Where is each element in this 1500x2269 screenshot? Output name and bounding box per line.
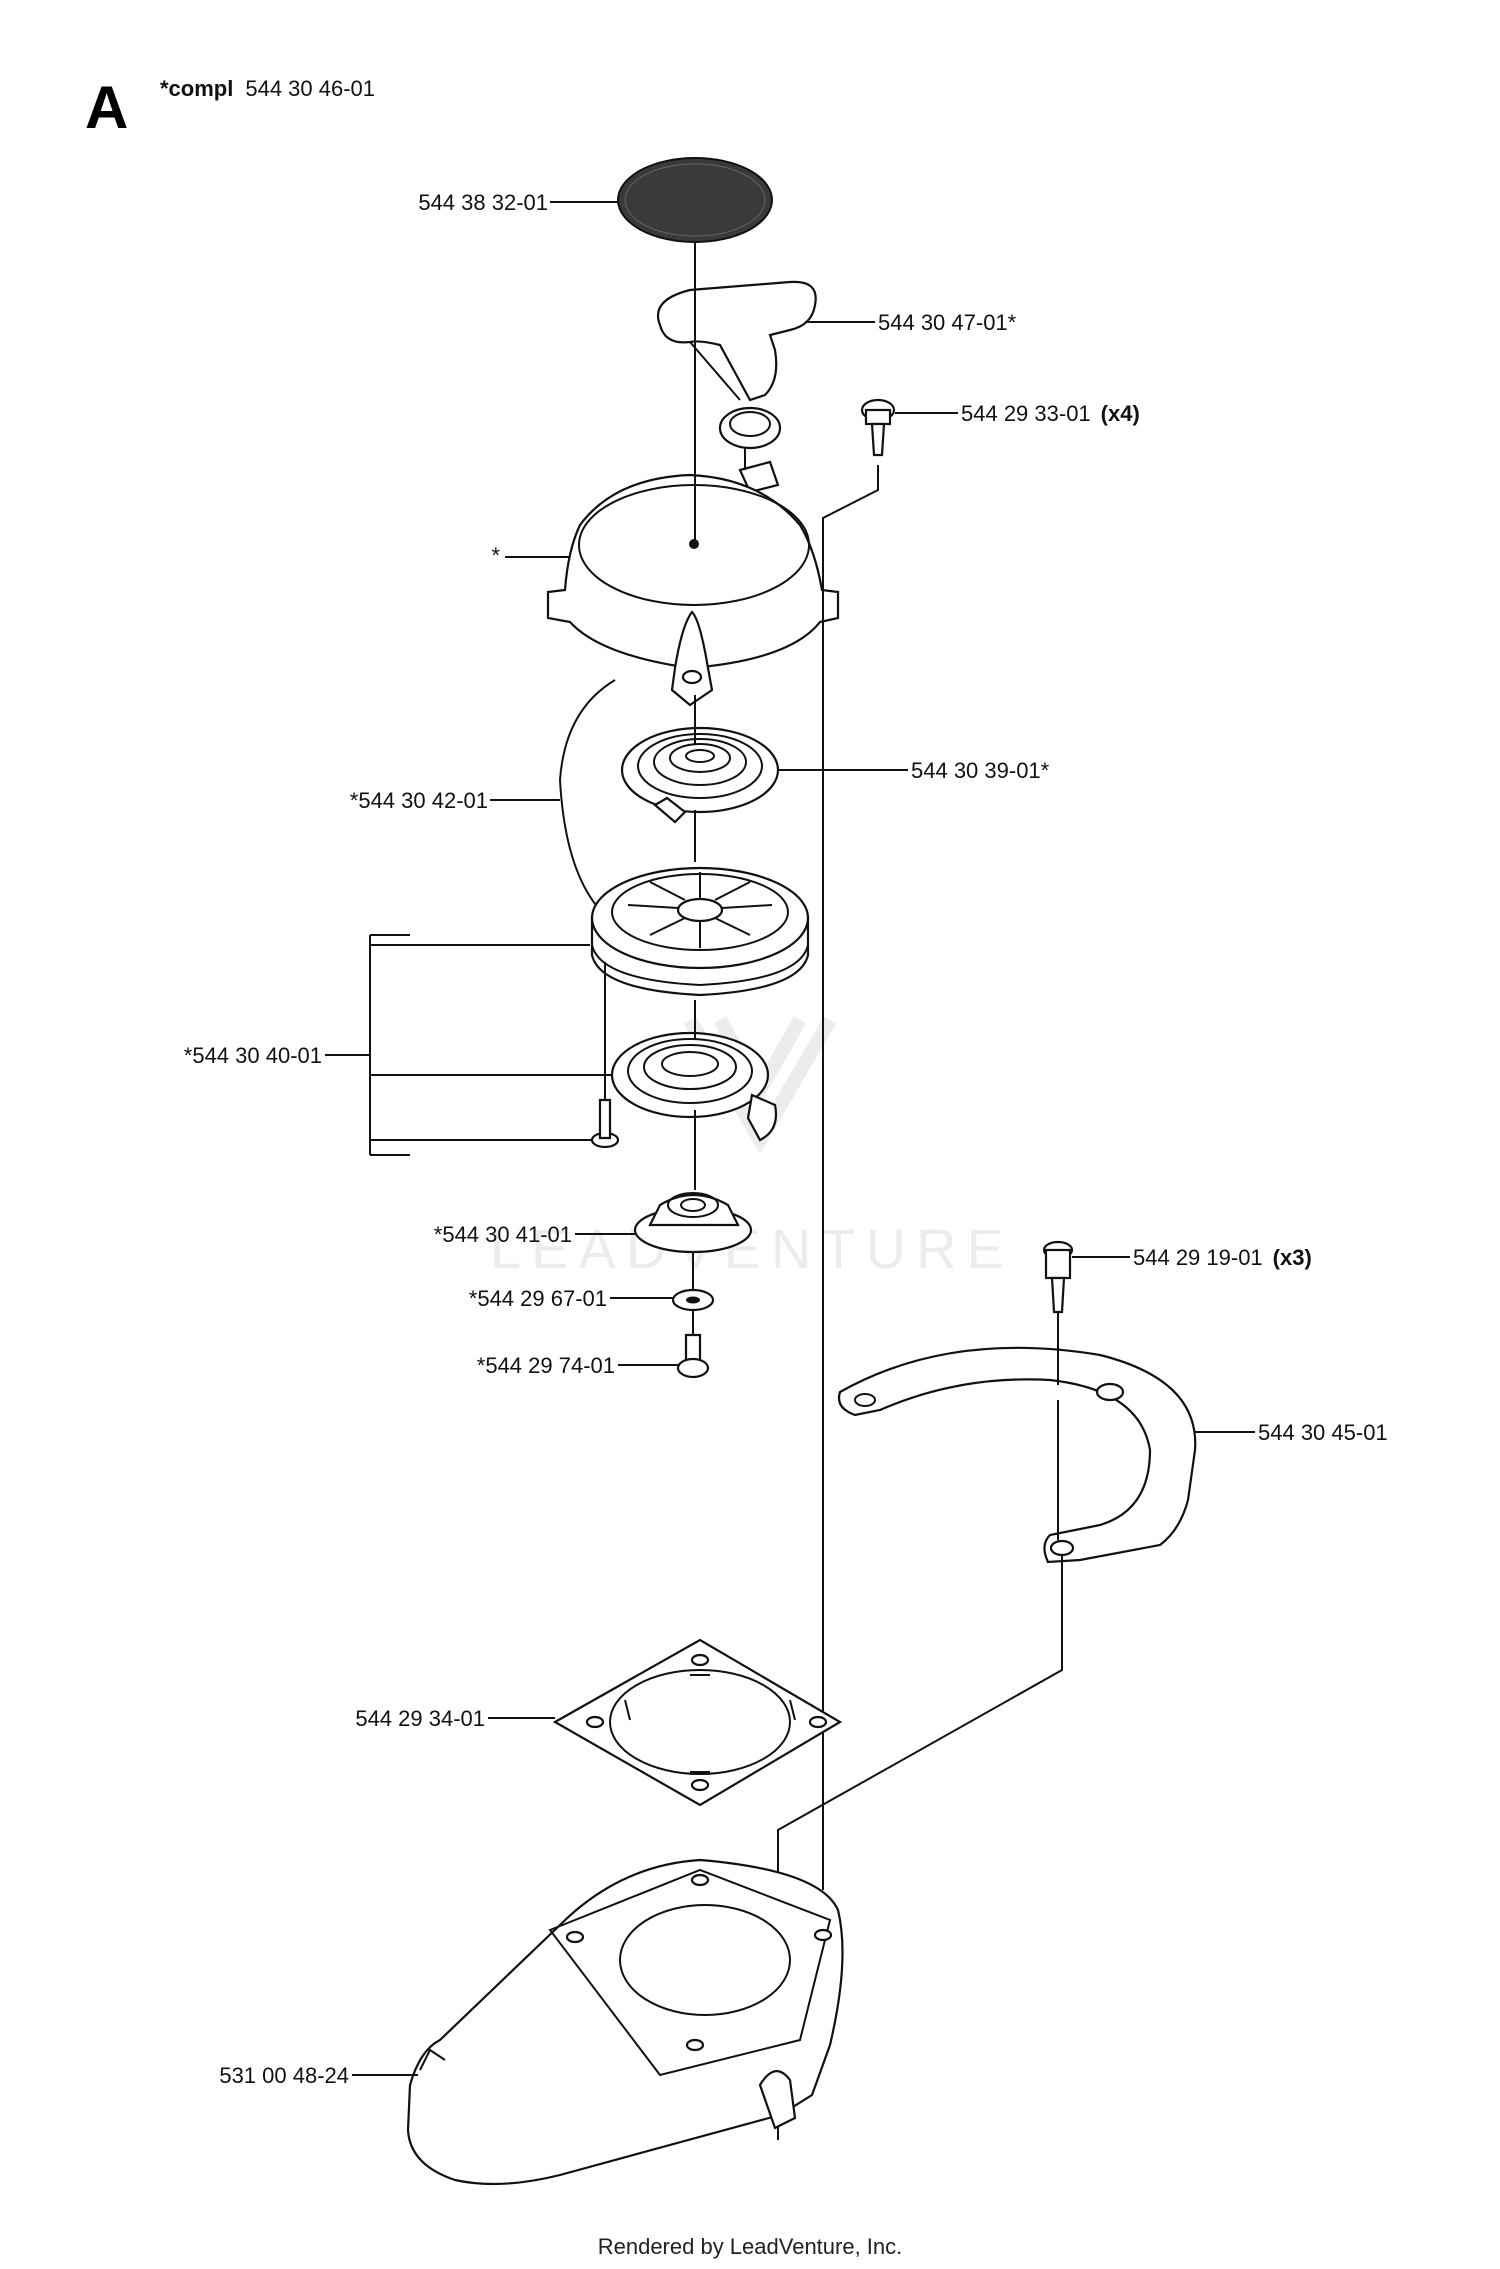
part-pulley-screw <box>590 1098 620 1149</box>
part-guide-plate <box>837 1346 1197 1564</box>
part-decal <box>617 157 773 243</box>
part-label-p10[interactable]: *544 29 74-01 <box>477 1353 615 1378</box>
section-letter: A <box>85 74 128 141</box>
compl-prefix: *compl <box>160 76 233 101</box>
compl-number: 544 30 46-01 <box>245 76 375 101</box>
part-label-p1[interactable]: 544 38 32-01 <box>418 190 548 215</box>
part-label-p3-qty: (x4) <box>1101 401 1140 426</box>
part-gasket <box>552 1638 843 1807</box>
bracket-544-30-40-01 <box>325 934 612 1156</box>
part-starter-handle <box>657 280 817 494</box>
part-fan-cover <box>406 1858 844 2186</box>
part-pulley-spring <box>610 1031 778 1142</box>
part-starter-rope <box>558 679 616 911</box>
part-label-p5[interactable]: *544 30 42-01 <box>350 788 488 813</box>
leader-screw-x4 <box>822 465 879 1890</box>
part-label-p13[interactable]: 544 29 34-01 <box>355 1706 485 1731</box>
part-screw-x3 <box>1042 1240 1074 1314</box>
part-label-p4[interactable]: * <box>491 543 500 568</box>
part-label-p11-number: 544 29 19-01 <box>1133 1245 1263 1270</box>
part-screw-x4 <box>860 398 896 457</box>
compl-header: *compl 544 30 46-01 <box>160 76 375 101</box>
part-label-p6[interactable]: 544 30 39-01* <box>911 758 1050 783</box>
part-label-p9[interactable]: *544 29 67-01 <box>469 1286 607 1311</box>
part-label-p11-qty: (x3) <box>1273 1245 1312 1270</box>
part-recoil-spring <box>620 726 780 824</box>
part-label-p14[interactable]: 531 00 48-24 <box>219 2063 349 2088</box>
part-label-p12[interactable]: 544 30 45-01 <box>1258 1420 1388 1445</box>
part-label-p11[interactable]: 544 29 19-01 (x3) <box>1133 1245 1312 1270</box>
part-pulley-hub <box>633 1192 753 1254</box>
part-center-screw <box>676 1333 710 1379</box>
part-starter-housing <box>546 473 840 707</box>
part-washer <box>671 1288 715 1312</box>
part-label-p7[interactable]: *544 30 40-01 <box>184 1043 322 1068</box>
part-rope-pulley <box>590 866 810 997</box>
footer-credit: Rendered by LeadVenture, Inc. <box>598 2234 903 2259</box>
part-label-p3-number: 544 29 33-01 <box>961 401 1091 426</box>
part-label-p8[interactable]: *544 30 41-01 <box>434 1222 572 1247</box>
part-label-p2[interactable]: 544 30 47-01* <box>878 310 1017 335</box>
part-label-p3[interactable]: 544 29 33-01 (x4) <box>961 401 1140 426</box>
